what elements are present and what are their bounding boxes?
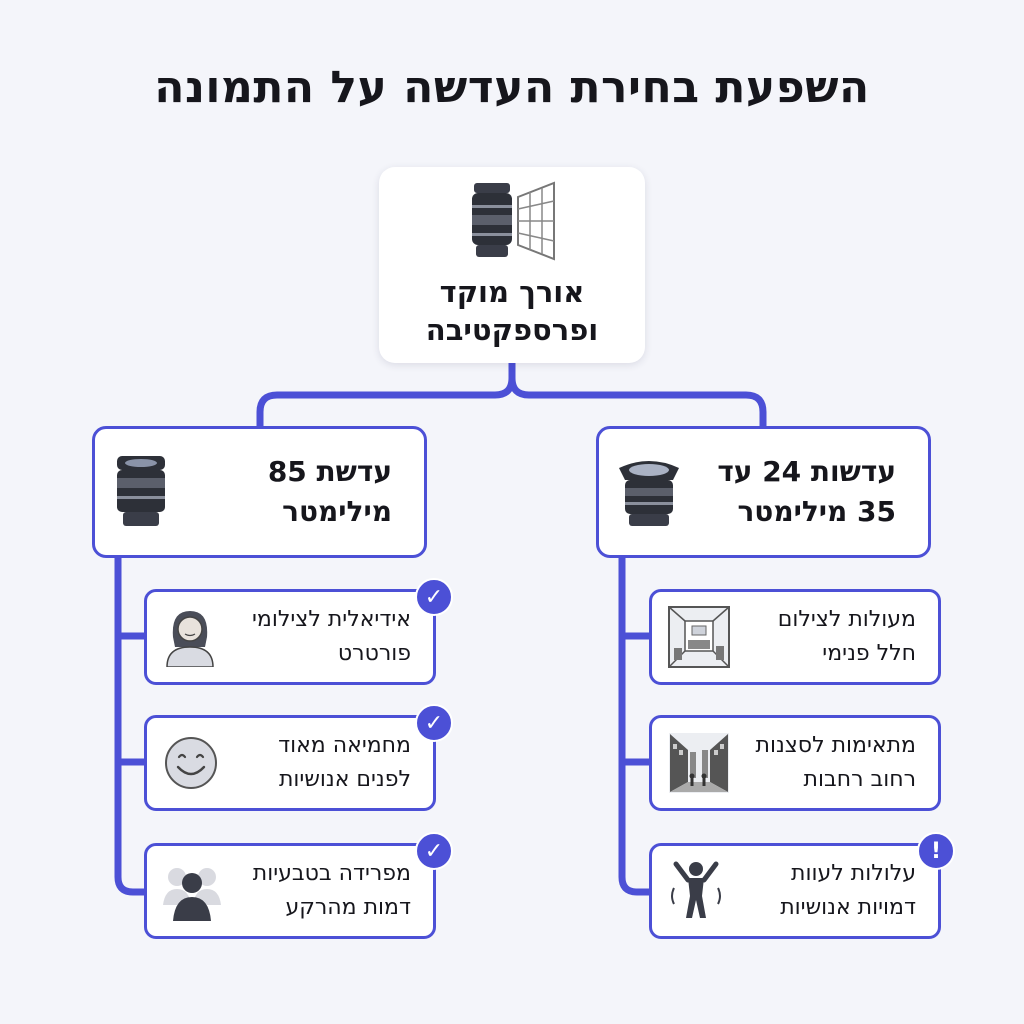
feature-label: מחמיאה מאוד לפנים אנושיות: [278, 729, 411, 797]
root-node: אורך מוקד ופרספקטיבה: [379, 167, 645, 363]
wide-feature-distortion: עלולות לעוות דמויות אנושיות: [649, 843, 941, 939]
street-scene-icon: [668, 732, 730, 794]
feature-label-line1: עלולות לעוות: [791, 861, 916, 886]
feature-label-line1: מחמיאה מאוד: [278, 733, 411, 758]
check-icon: ✓: [415, 578, 453, 616]
root-label: אורך מוקד ופרספקטיבה: [426, 273, 598, 349]
subject-separation-icon: [163, 861, 221, 921]
feature-label-line1: אידיאלית לצילומי: [252, 607, 411, 632]
check-icon: ✓: [415, 704, 453, 742]
feature-label-line2: לפנים אנושיות: [278, 767, 411, 792]
portrait-feature-separation: מפרידה בטבעיות דמות מהרקע: [144, 843, 436, 939]
root-label-line2: ופרספקטיבה: [425, 313, 599, 347]
portrait-lens-label-line2: מילימטר: [282, 495, 392, 528]
root-label-line1: אורך מוקד: [439, 275, 585, 309]
feature-label: מפרידה בטבעיות דמות מהרקע: [253, 857, 411, 925]
feature-label: עלולות לעוות דמויות אנושיות: [780, 857, 916, 925]
feature-label-line1: מפרידה בטבעיות: [252, 861, 411, 886]
wide-lens-label: עדשות 24 עד 35 מילימטר: [717, 452, 896, 532]
interior-room-icon: [668, 606, 730, 668]
feature-label: אידיאלית לצילומי פורטרט: [252, 603, 411, 671]
feature-label-line2: דמויות אנושיות: [780, 895, 916, 920]
portrait-lens-node: עדשת 85 מילימטר: [92, 426, 427, 558]
feature-label-line2: חלל פנימי: [822, 641, 916, 666]
feature-label-line1: מתאימות לסצנות: [755, 733, 916, 758]
warning-icon: !: [917, 832, 955, 870]
portrait-feature-portraits: אידיאלית לצילומי פורטרט: [144, 589, 436, 685]
lens-perspective-icon: [464, 181, 560, 261]
portrait-lens-icon: [113, 454, 169, 530]
smiling-face-icon: [163, 735, 219, 791]
feature-label: מעולות לצילום חלל פנימי: [778, 603, 916, 671]
wide-lens-label-line2: 35 מילימטר: [737, 495, 896, 528]
feature-label-line2: דמות מהרקע: [285, 895, 411, 920]
feature-label-line2: רחוב רחבות: [803, 767, 916, 792]
feature-label: מתאימות לסצנות רחוב רחבות: [755, 729, 916, 797]
wide-feature-street: מתאימות לסצנות רחוב רחבות: [649, 715, 941, 811]
wide-feature-interior: מעולות לצילום חלל פנימי: [649, 589, 941, 685]
portrait-lens-label-line1: עדשת 85: [267, 455, 392, 488]
wide-lens-label-line1: עדשות 24 עד: [717, 455, 896, 488]
diagram-title: השפעת בחירת העדשה על התמונה: [154, 62, 870, 113]
portrait-feature-flattering: מחמיאה מאוד לפנים אנושיות: [144, 715, 436, 811]
portrait-lens-label: עדשת 85 מילימטר: [268, 452, 392, 532]
wide-lens-node: עדשות 24 עד 35 מילימטר: [596, 426, 931, 558]
distorted-figure-icon: [668, 860, 724, 922]
portrait-person-icon: [163, 607, 217, 667]
check-icon: ✓: [415, 832, 453, 870]
wide-angle-lens-icon: [617, 454, 681, 530]
feature-label-line2: פורטרט: [337, 641, 411, 666]
feature-label-line1: מעולות לצילום: [777, 607, 916, 632]
